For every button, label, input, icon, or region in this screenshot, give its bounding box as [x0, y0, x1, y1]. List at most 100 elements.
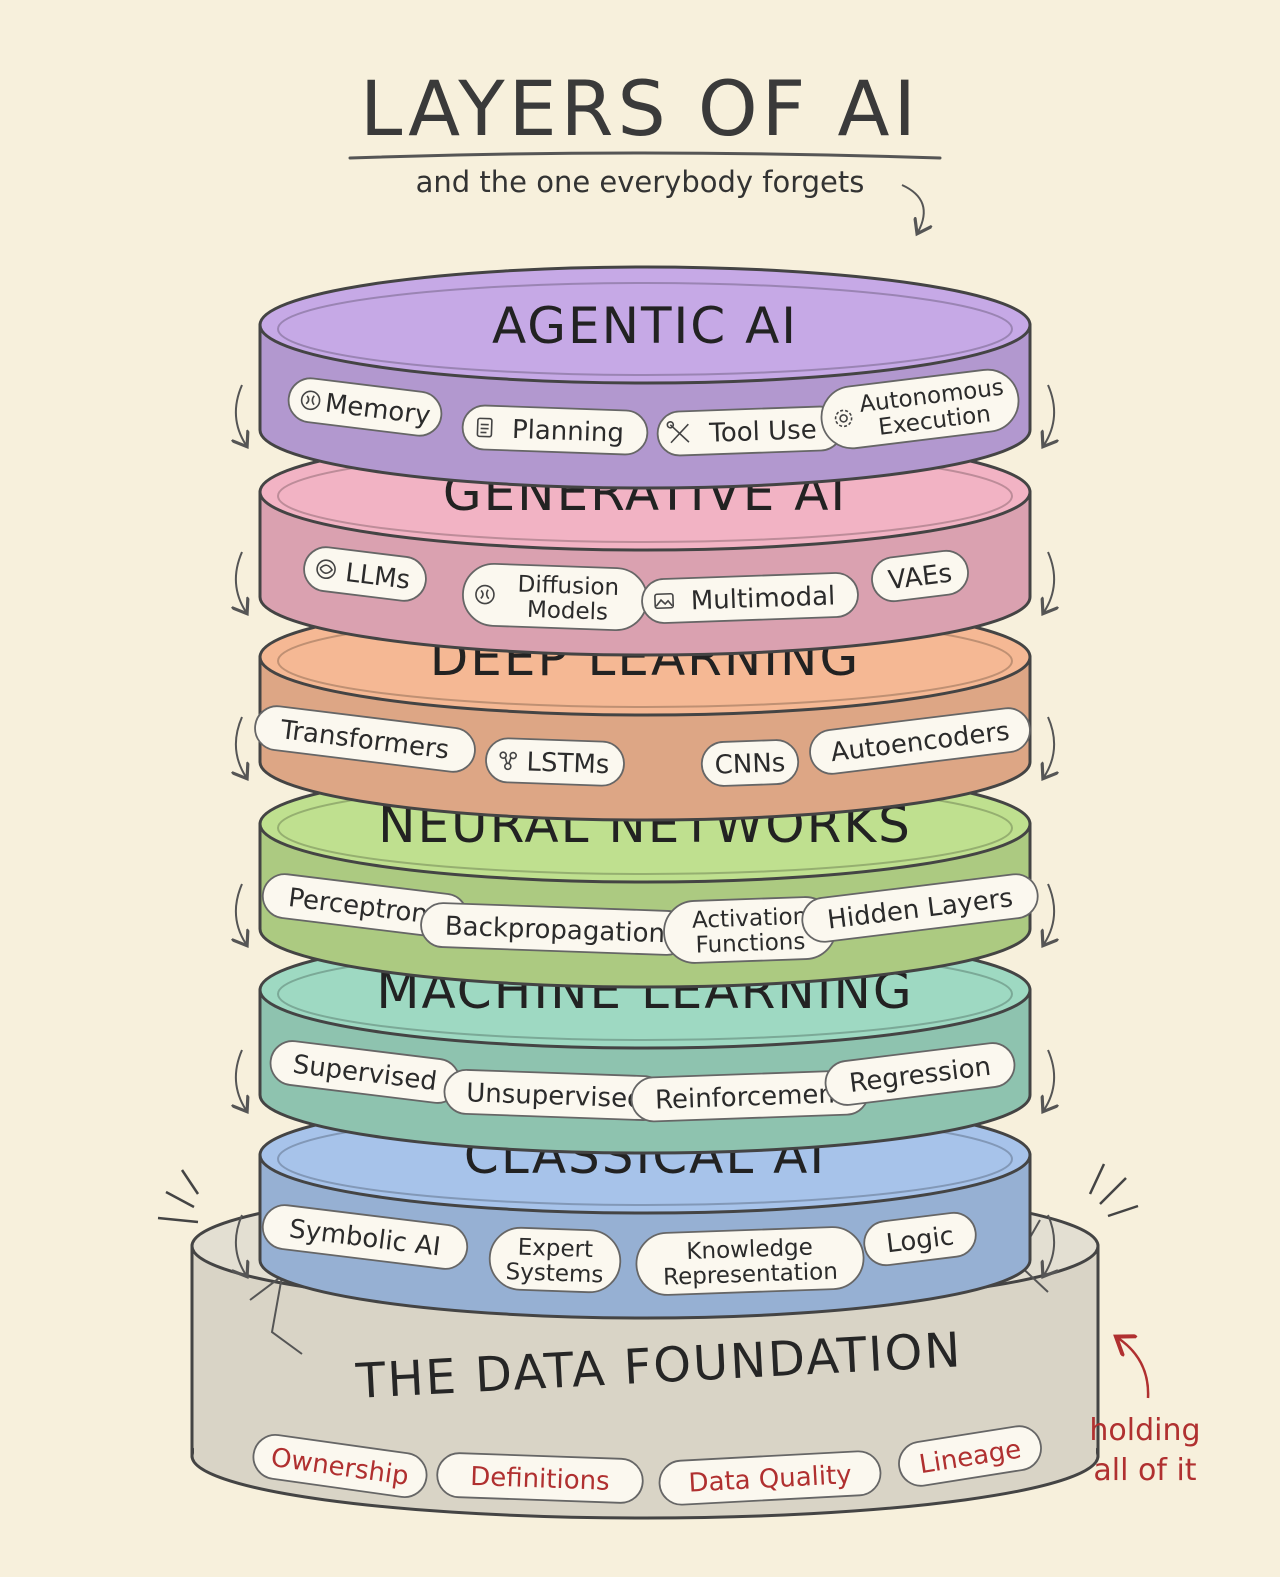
tag-pill [303, 546, 427, 602]
tag-label: Multimodal [690, 581, 835, 616]
tag-pill [658, 1450, 882, 1506]
tag-label: Diffusion [517, 571, 619, 601]
tag-planning: Planning [461, 404, 649, 456]
tag-pill [824, 1042, 1016, 1106]
tag-label: Planning [511, 415, 624, 449]
tag-pill [488, 1226, 622, 1294]
flow-arrow [236, 1049, 246, 1110]
emphasis-mark [1099, 1177, 1127, 1205]
gear-icon [834, 409, 853, 428]
tag-definitions: Definitions [436, 1452, 644, 1504]
flow-arrow [1044, 716, 1054, 777]
tag-llms: LLMs [303, 546, 427, 602]
tag-label: Definitions [470, 1462, 610, 1497]
layer-top-rim [277, 282, 1013, 376]
flow-arrow [236, 1214, 246, 1275]
tag-multimodal: Multimodal [641, 572, 859, 624]
tag-lstms: LSTMs [485, 737, 625, 787]
subtitle-arrow [901, 184, 924, 232]
tag-pill [820, 368, 1020, 450]
crack-mark [249, 1273, 303, 1355]
tag-label: Unsupervised [466, 1078, 644, 1114]
clipboard-icon [476, 417, 493, 438]
tag-pill [898, 1425, 1042, 1487]
emphasis-mark [1107, 1204, 1139, 1218]
flow-arrow [1044, 883, 1054, 944]
tag-pill [801, 873, 1039, 943]
layer-title: AGENTIC AI [492, 297, 798, 355]
image-icon [654, 592, 675, 610]
llm-knot-icon [316, 559, 336, 580]
tag-unsupervised: Unsupervised [443, 1069, 667, 1121]
tag-label: Models [527, 597, 609, 626]
page-subtitle: and the one everybody forgets [416, 165, 865, 199]
tag-label: Expert [517, 1234, 593, 1263]
tag-pill [436, 1452, 644, 1504]
tag-pill [635, 1226, 865, 1296]
tag-pill [252, 1434, 428, 1498]
flow-arrow [236, 551, 246, 612]
emphasis-mark [157, 1216, 199, 1224]
flow-arrow [236, 384, 246, 445]
tag-label: Tool Use [708, 415, 817, 449]
flow-arrow [236, 883, 246, 944]
annotation-arrow [1118, 1338, 1150, 1399]
tag-perceptrons: Perceptrons [261, 873, 469, 939]
tag-reinforcement: Reinforcement [630, 1069, 870, 1123]
tag-pill [254, 705, 476, 773]
tag-memory: Memory [287, 377, 443, 437]
network-icon [499, 751, 518, 771]
tag-pill [261, 1204, 469, 1270]
tag-pill [863, 1211, 977, 1267]
flow-arrow [1044, 1049, 1054, 1110]
flow-arrow [1044, 551, 1054, 612]
tag-label: Representation [663, 1259, 838, 1291]
tag-pill [485, 737, 625, 787]
flow-arrow [1044, 1214, 1054, 1275]
tag-label: LSTMs [526, 747, 610, 780]
title-underline [348, 151, 942, 160]
tag-label: Activation [692, 904, 808, 934]
tag-symbolic-ai: Symbolic AI [261, 1204, 469, 1270]
brain-icon [475, 584, 495, 605]
brain-icon [300, 390, 321, 411]
annotation-line-1: holding [1089, 1413, 1200, 1448]
tag-vaes: VAEs [871, 549, 969, 603]
tag-label: CNNs [714, 748, 786, 780]
page-title: LAYERS OF AI [360, 64, 920, 153]
layer-top [258, 265, 1032, 385]
tag-pill [809, 707, 1031, 775]
tag-label: Systems [505, 1259, 604, 1288]
tag-label: Reinforcement [655, 1079, 846, 1116]
emphasis-mark [165, 1190, 195, 1209]
tag-data-quality: Data Quality [658, 1450, 882, 1506]
tag-backpropagation: Backpropagation [420, 902, 690, 956]
emphasis-mark [180, 1169, 200, 1195]
tag-ownership: Ownership [252, 1434, 428, 1498]
tag-label: Knowledge [686, 1235, 813, 1265]
tag-regression: Regression [824, 1042, 1016, 1106]
tag-autoencoders: Autoencoders [809, 707, 1031, 775]
annotation-line-2: all of it [1093, 1453, 1196, 1488]
tools-icon [666, 420, 690, 444]
tag-label: Functions [695, 929, 806, 959]
tag-pill [871, 549, 969, 603]
tag-pill [461, 404, 649, 456]
tag-pill [700, 739, 800, 787]
tag-cnns: CNNs [700, 739, 800, 787]
emphasis-mark [1088, 1163, 1106, 1195]
tag-pill [287, 377, 443, 437]
tag-tool-use: Tool Use [656, 405, 844, 457]
flow-arrow [236, 716, 246, 777]
flow-arrow [1044, 384, 1054, 445]
